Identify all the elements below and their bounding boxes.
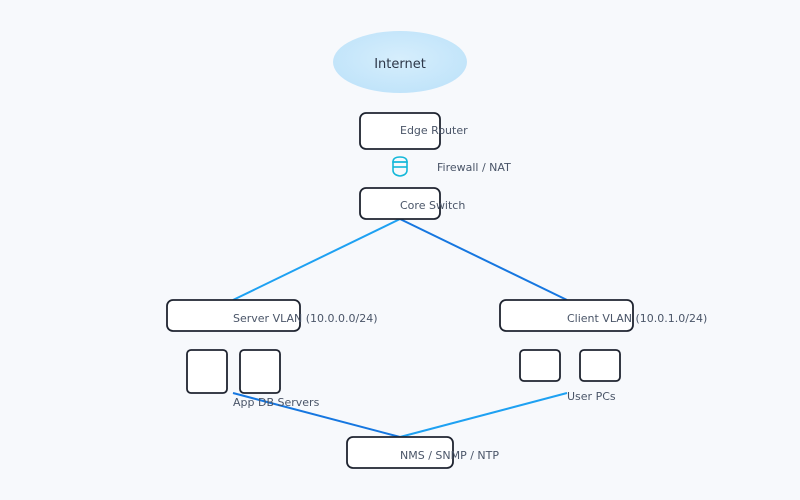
user-pcs-label: User PCs bbox=[567, 390, 616, 403]
firewall-label: Firewall / NAT bbox=[437, 161, 511, 174]
link-core-server-vlan bbox=[232, 218, 401, 301]
client-vlan-node bbox=[499, 299, 634, 332]
server-vlan-label: Server VLAN (10.0.0.0/24) bbox=[233, 312, 378, 325]
nms-label: NMS / SNMP / NTP bbox=[400, 449, 499, 462]
nms-node bbox=[346, 436, 454, 469]
server-vlan-node bbox=[166, 299, 301, 332]
client-vlan-label: Client VLAN (10.0.1.0/24) bbox=[567, 312, 707, 325]
app-server-node bbox=[186, 349, 228, 394]
edge-router-node bbox=[359, 112, 441, 150]
link-servers-nms bbox=[232, 392, 401, 438]
internet-cloud bbox=[333, 31, 467, 93]
db-server-node bbox=[239, 349, 281, 394]
link-userpcs-nms bbox=[399, 392, 568, 438]
internet-label: Internet bbox=[374, 57, 426, 72]
link-core-client-vlan bbox=[399, 218, 568, 301]
edge-router-label: Edge Router bbox=[400, 124, 468, 137]
servers-label: App DB Servers bbox=[233, 396, 320, 409]
core-switch-node bbox=[359, 187, 441, 220]
firewall-icon bbox=[392, 156, 408, 177]
user-pc-2-node bbox=[579, 349, 621, 382]
core-switch-label: Core Switch bbox=[400, 199, 465, 212]
user-pc-1-node bbox=[519, 349, 561, 382]
